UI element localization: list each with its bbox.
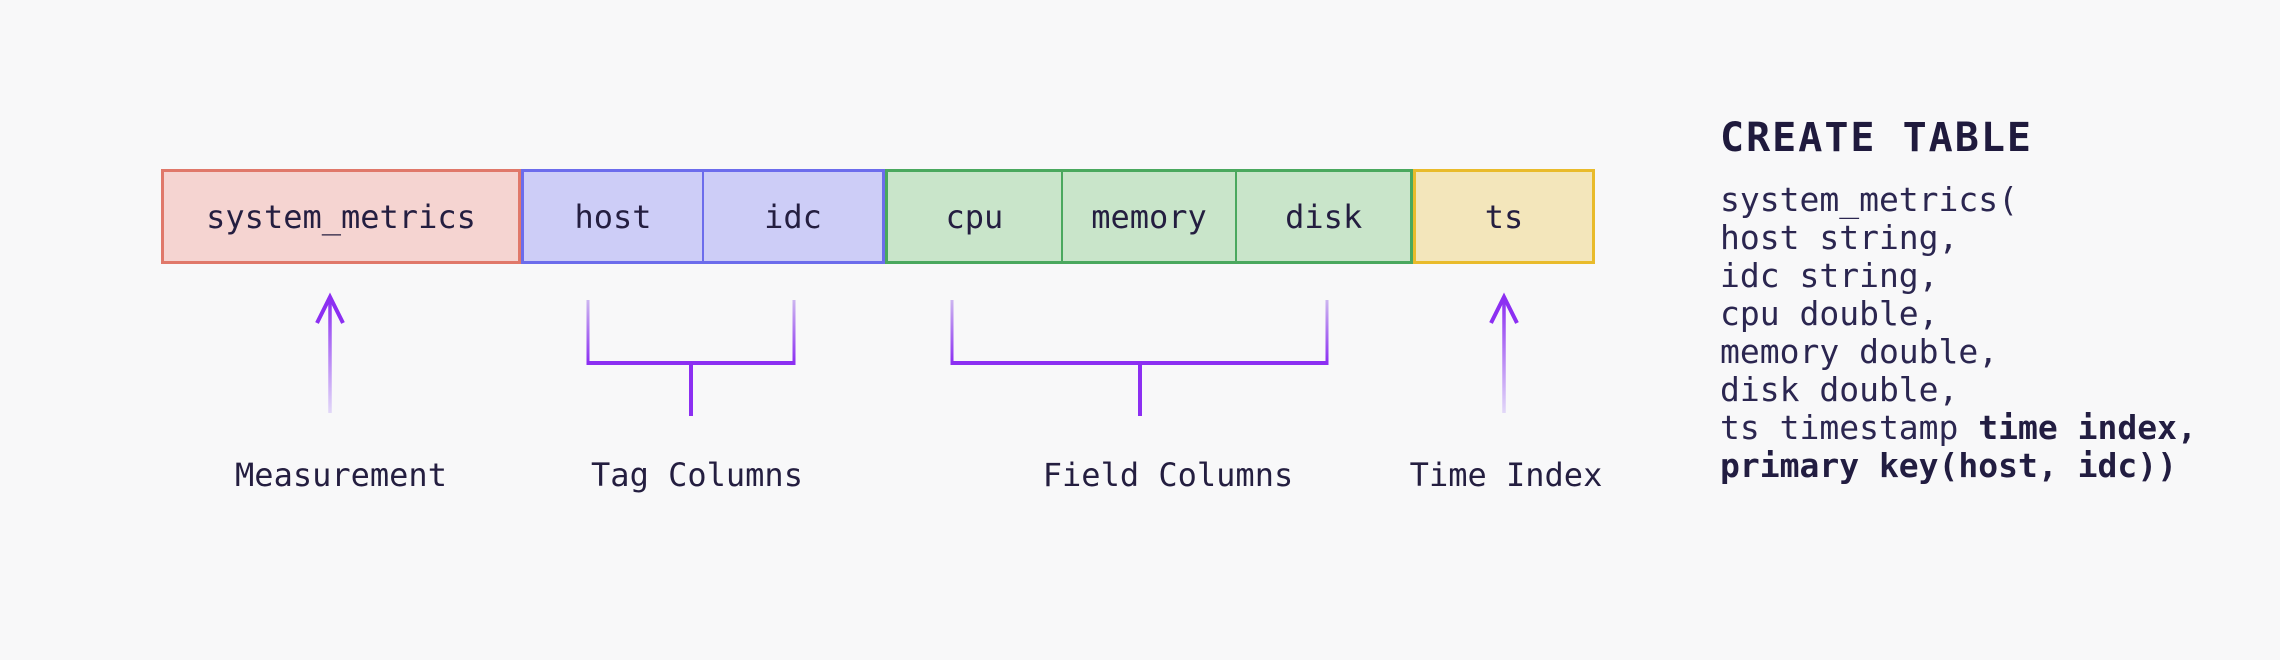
sql-panel: CREATE TABLE system_metrics( host string…: [1720, 116, 2197, 485]
table-schema-row: system_metrics host idc cpu memory disk …: [161, 169, 1595, 264]
measurement-label: Measurement: [235, 456, 447, 494]
tag-cell-host: host: [574, 197, 652, 236]
field-columns-label: Field Columns: [1042, 456, 1294, 494]
table-name-cell: system_metrics: [206, 197, 476, 236]
time-index-label: Time Index: [1409, 456, 1603, 494]
sql-line: cpu double,: [1720, 294, 1939, 333]
tag-columns-bracket: [586, 300, 796, 416]
field-cell-cpu: cpu: [945, 197, 1004, 236]
sql-line: host string,: [1720, 218, 1959, 257]
tag-columns-label: Tag Columns: [591, 456, 803, 494]
field-columns-bracket: [950, 300, 1329, 416]
time-index-arrow: [1489, 292, 1519, 413]
sql-title: CREATE TABLE: [1720, 115, 2033, 161]
time-index-group: ts: [1413, 169, 1595, 264]
sql-line: system_metrics(: [1720, 180, 2019, 219]
time-cell-ts: ts: [1484, 197, 1524, 236]
measurement-arrow: [315, 292, 345, 413]
sql-code: system_metrics( host string, idc string,…: [1720, 181, 2197, 485]
tag-cell-idc: idc: [702, 172, 882, 261]
sql-line: primary key(host, idc)): [1720, 446, 2177, 485]
field-cell-disk: disk: [1235, 172, 1410, 261]
measurement-group: system_metrics: [161, 169, 521, 264]
sql-line: disk double,: [1720, 370, 1959, 409]
sql-line: memory double,: [1720, 332, 1999, 371]
tag-columns-group: host idc: [521, 169, 885, 264]
field-cell-memory: memory: [1060, 172, 1236, 261]
sql-line: idc string,: [1720, 256, 1939, 295]
field-columns-group: cpu memory disk: [885, 169, 1413, 264]
sql-line: ts timestamp time index,: [1720, 408, 2197, 447]
